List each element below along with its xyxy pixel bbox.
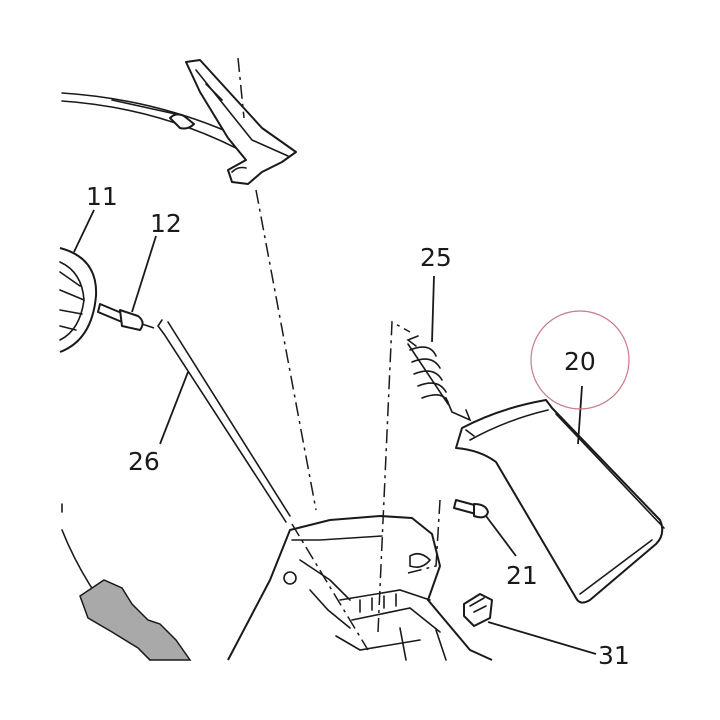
handle-part-20 — [455, 399, 665, 604]
top-rail-bracket — [61, 59, 297, 185]
bolt-part-12 — [97, 303, 144, 331]
deck-shaded-piece — [61, 503, 192, 661]
spring-part-25 — [406, 335, 472, 422]
assembly-center-lines — [141, 57, 441, 651]
clip-part-31 — [463, 593, 493, 627]
callout-11: 11 — [86, 182, 118, 211]
rod-part-26 — [157, 319, 291, 523]
callout-12: 12 — [150, 209, 182, 238]
callout-31: 31 — [598, 641, 630, 670]
callout-20: 20 — [564, 347, 596, 376]
wheel-part-11 — [59, 247, 98, 353]
callout-25: 25 — [420, 243, 452, 272]
callout-26: 26 — [128, 447, 160, 476]
screw-part-21 — [453, 499, 489, 519]
callout-21: 21 — [506, 561, 538, 590]
callout-20-highlight-circle — [530, 310, 630, 410]
housing-body — [227, 515, 493, 661]
leader-lines — [73, 209, 597, 655]
